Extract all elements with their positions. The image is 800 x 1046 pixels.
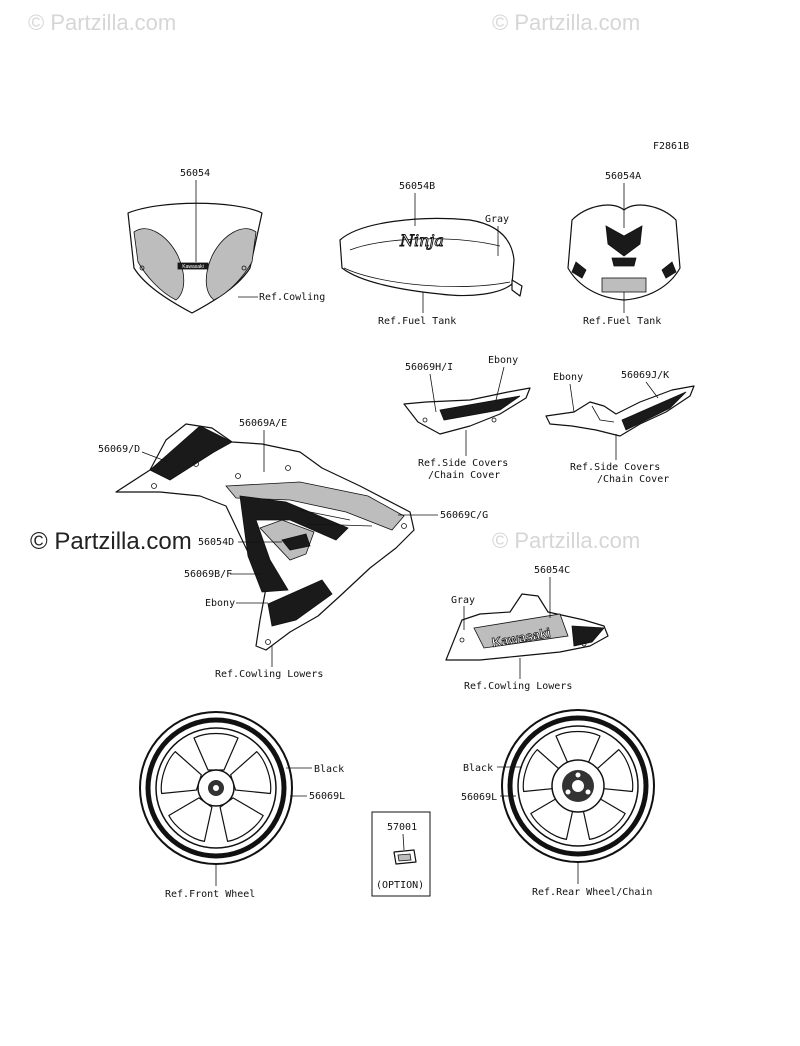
fuel-tank-part[interactable]: Ninja (339, 217, 523, 297)
label-fairing-part-ae: 56069A/E (239, 418, 287, 429)
front-wheel-part[interactable] (139, 711, 293, 865)
leader-side-cover (429, 373, 437, 413)
label-fairing-part-54d: 56054D (198, 537, 234, 548)
label-tank-part: 56054B (399, 181, 435, 192)
watermark-mid-left: © Partzilla.com (30, 528, 192, 555)
watermark-mid-right: © Partzilla.com (492, 528, 640, 553)
watermark-top-right: © Partzilla.com (492, 10, 640, 35)
label-fairing-part-d: 56069/D (98, 444, 140, 455)
leader-option (402, 833, 405, 851)
label-tankpad-part: 56054A (605, 171, 641, 182)
label-windshield-part: 56054 (180, 168, 210, 179)
label-rear-wheel-color: Black (463, 763, 493, 774)
chain-cover-part[interactable] (545, 385, 695, 437)
label-lower-color: Gray (451, 595, 475, 606)
side-fairing-part[interactable] (115, 423, 415, 651)
label-fairing-part-bf: 56069B/F (184, 569, 232, 580)
label-tank-ref: Ref.Fuel Tank (378, 316, 456, 327)
tank-pad-part[interactable] (567, 204, 681, 301)
label-fairing-ref: Ref.Cowling Lowers (215, 669, 323, 680)
label-rear-wheel-ref: Ref.Rear Wheel/Chain (532, 887, 652, 898)
label-chain-cover-color: Ebony (553, 372, 583, 383)
windshield-part[interactable]: Kawasaki (127, 202, 263, 314)
label-windshield-ref: Ref.Cowling (259, 292, 325, 303)
label-front-wheel-color: Black (314, 764, 344, 775)
label-chain-cover-part: 56069J/K (621, 370, 669, 381)
watermark-top-left: © Partzilla.com (28, 10, 176, 35)
label-chain-cover-ref-2: /Chain Cover (597, 474, 669, 485)
label-side-cover-ref-2: /Chain Cover (428, 470, 500, 481)
option-box[interactable] (371, 811, 431, 897)
label-tankpad-ref: Ref.Fuel Tank (583, 316, 661, 327)
label-side-cover-part: 56069H/I (405, 362, 453, 373)
leader-fairing-d (141, 451, 169, 463)
label-side-cover-ref-1: Ref.Side Covers (418, 458, 508, 469)
leader-chain-cover (645, 381, 659, 399)
diagram-code: F2861B (653, 141, 689, 152)
rear-wheel-part[interactable] (501, 709, 655, 863)
tank-logo: Ninja (399, 231, 444, 250)
label-rear-wheel-part: 56069L (461, 792, 497, 803)
leader-side-cover-color (495, 366, 505, 401)
label-front-wheel-part: 56069L (309, 791, 345, 802)
label-fairing-part-cg: 56069C/G (440, 510, 488, 521)
label-tank-color: Gray (485, 214, 509, 225)
windshield-logo: Kawasaki (182, 264, 203, 270)
label-option-note: (OPTION) (376, 880, 424, 891)
label-side-cover-color: Ebony (488, 355, 518, 366)
label-fairing-color: Ebony (205, 598, 235, 609)
label-lower-ref: Ref.Cowling Lowers (464, 681, 572, 692)
label-lower-part: 56054C (534, 565, 570, 576)
lower-cowl-part[interactable]: Kawasaki (445, 593, 609, 661)
side-cover-part[interactable] (403, 387, 531, 435)
label-front-wheel-ref: Ref.Front Wheel (165, 889, 255, 900)
label-chain-cover-ref-1: Ref.Side Covers (570, 462, 660, 473)
leader-chain-cover-color (569, 383, 575, 413)
label-option-part: 57001 (387, 822, 417, 833)
